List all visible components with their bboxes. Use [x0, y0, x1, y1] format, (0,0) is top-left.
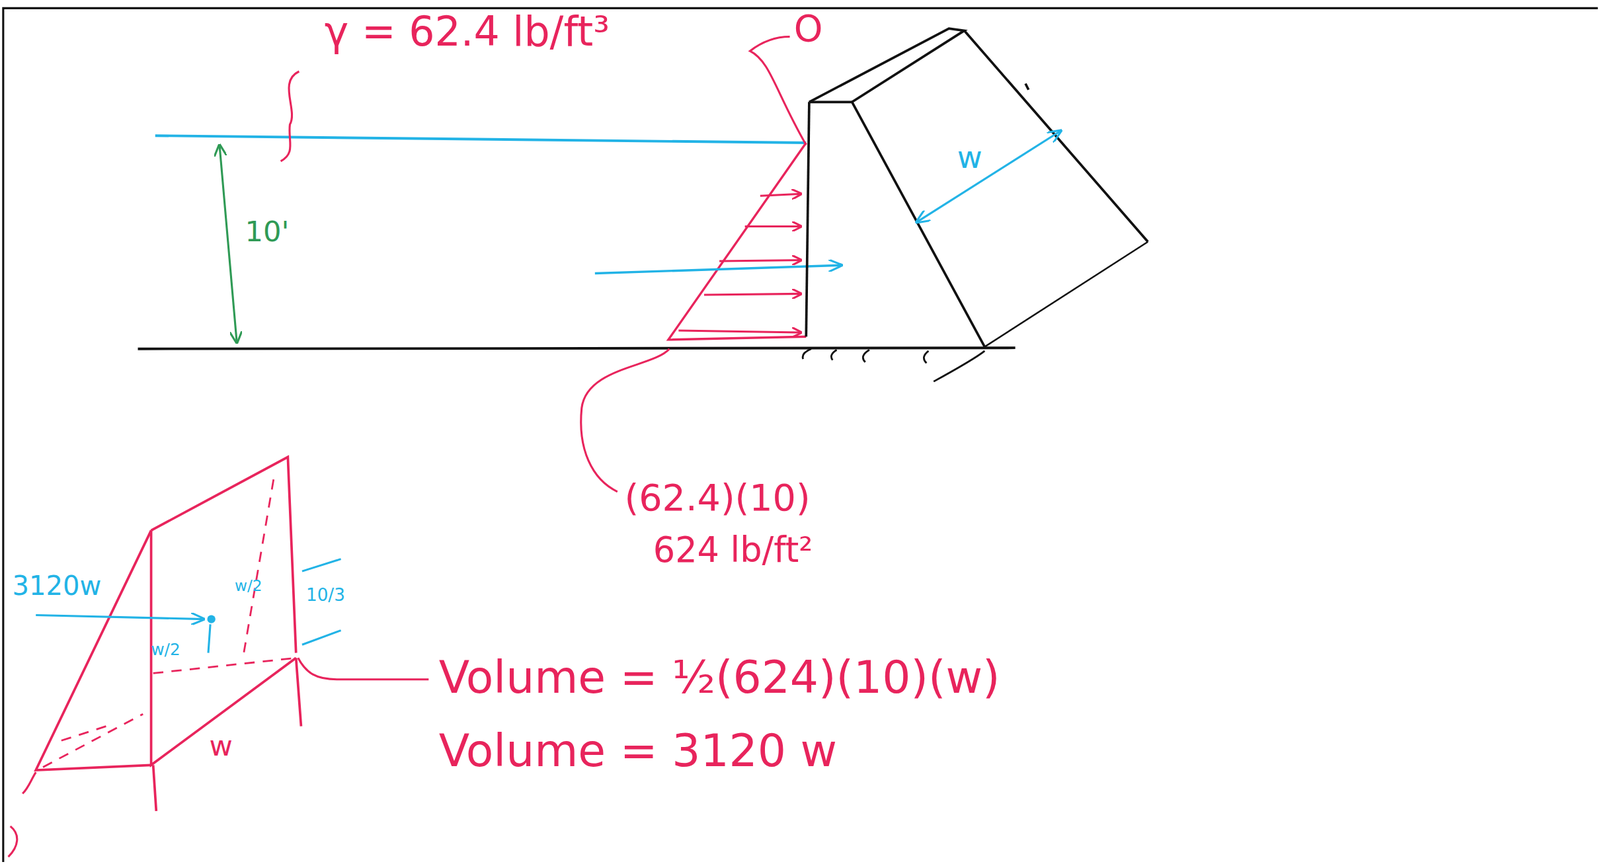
pressure-prism: [35, 456, 301, 811]
prism-width: w: [208, 730, 233, 763]
o-leader: [749, 37, 806, 146]
width-dimension: [916, 130, 1062, 223]
pressure-leader: [581, 349, 670, 492]
volume-result: Volume = 3120 w: [439, 726, 838, 777]
centroid-ticks: [208, 559, 342, 654]
force-arrow: [35, 614, 205, 619]
depth-dimension: [219, 144, 237, 343]
volume-formula: Volume = ½(624)(10)(w): [439, 653, 1001, 703]
centroid-dot: [206, 614, 215, 623]
pressure-triangle: [668, 142, 806, 340]
prism-hidden-edges: [42, 479, 297, 767]
ground-line: [138, 347, 1016, 350]
pressure-arrows: [678, 193, 801, 333]
dam-outline: [805, 28, 1148, 347]
half-width: w/2: [150, 640, 180, 659]
width-label: w: [957, 140, 983, 175]
depth-label: 10': [244, 216, 289, 248]
page-frame: [1, 7, 1598, 863]
point-label: O: [794, 7, 824, 49]
water-surface: [155, 135, 806, 143]
pressure-value: 624 lb/ft²: [653, 530, 814, 570]
centroid-height: 10/3: [306, 585, 346, 605]
prism-leader: [298, 657, 430, 680]
corner-mark: [8, 772, 37, 857]
pressure-product: (62.4)(10): [624, 477, 811, 518]
gamma-brace: [280, 71, 300, 162]
ground-hatch: [802, 349, 985, 382]
force-label: 3120w: [12, 571, 102, 601]
unit-weight: γ = 62.4 lb/ft³: [324, 9, 610, 55]
resultant-force: [595, 265, 842, 274]
half-width: w/2: [234, 577, 262, 595]
